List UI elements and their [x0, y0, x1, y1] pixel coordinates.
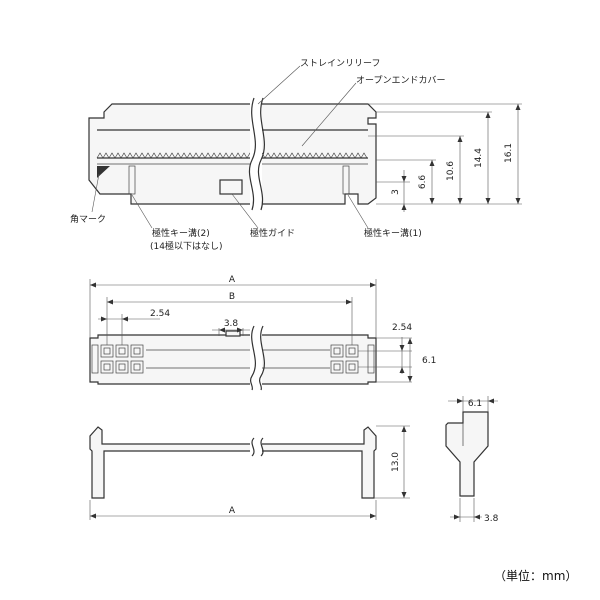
corner-mark	[97, 166, 110, 178]
top-view	[89, 325, 377, 391]
top-left-end-slot	[91, 344, 99, 374]
side-housing-outline	[445, 411, 489, 497]
dim-top-6-1: 6.1	[422, 356, 436, 366]
side-view: 6.1 3.8	[445, 396, 499, 524]
dim-side-6-1: 6.1	[468, 399, 482, 409]
unit-label: （単位：mm）	[494, 568, 577, 583]
polarity-key-note: (14極以下はなし)	[150, 240, 222, 252]
dim-16-1: 16.1	[504, 143, 514, 163]
polarity-guide-block	[219, 179, 243, 195]
dim-13-0: 13.0	[391, 452, 401, 472]
bottom-view	[89, 426, 377, 499]
dim-top-B: B	[229, 292, 235, 302]
strain-relief-label: ストレインリリーフ	[300, 59, 380, 69]
front-view	[88, 97, 377, 211]
top-dimensions: A B 2.54 3.8 2.54 6.1	[89, 275, 436, 383]
open-end-cover-label: オープンエンドカバー	[356, 75, 445, 86]
dim-6-6: 6.6	[418, 175, 428, 190]
dim-top-pitch: 2.54	[150, 309, 170, 319]
dim-side-3-8: 3.8	[484, 514, 499, 524]
corner-mark-label: 角マーク	[70, 213, 106, 225]
top-polarity-guide	[225, 330, 241, 337]
strain-relief-break-right	[257, 97, 265, 211]
dim-3: 3	[391, 189, 401, 195]
dim-top-A: A	[229, 275, 236, 285]
polarity-groove-2-slot	[128, 165, 136, 195]
polarity-guide-label: 極性ガイド	[250, 227, 295, 239]
polarity-key-groove-1-label: 極性キー溝(1)	[364, 227, 422, 239]
dim-14-4: 14.4	[474, 148, 484, 168]
bottom-housing-outline	[89, 426, 377, 499]
top-right-end-slot	[367, 344, 375, 374]
top-housing-outline	[89, 334, 377, 385]
polarity-groove-1-slot	[342, 165, 350, 195]
front-serrated-edge	[96, 152, 368, 159]
polarity-key-groove-2-label: 極性キー溝(2)	[152, 227, 210, 239]
front-dimensions: 16.1 14.4 10.6 6.6 3	[368, 103, 522, 212]
front-callouts: ストレインリリーフ オープンエンドカバー 角マーク 極性キー溝(2) (14極以…	[70, 59, 445, 252]
dim-top-row-pitch: 2.54	[392, 323, 412, 333]
bottom-break-gap	[250, 440, 262, 454]
strain-relief-break-left	[248, 97, 256, 211]
dim-top-3-8: 3.8	[224, 319, 239, 329]
bottom-dimensions: 13.0 A	[89, 425, 410, 520]
dim-bottom-A: A	[229, 506, 236, 516]
dim-10-6: 10.6	[446, 161, 456, 181]
